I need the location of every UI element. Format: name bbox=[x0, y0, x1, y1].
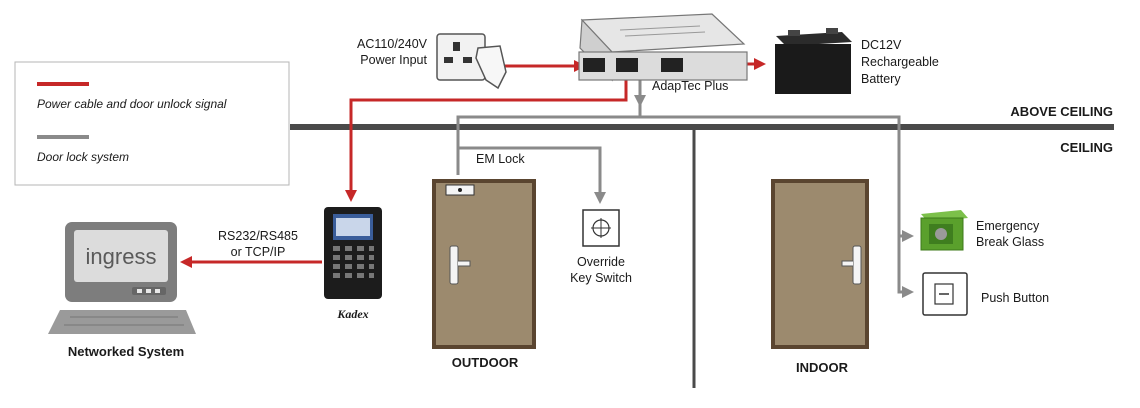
override-key-switch bbox=[582, 209, 620, 247]
push-button-icon bbox=[922, 272, 968, 316]
push-button-label: Push Button bbox=[981, 291, 1049, 305]
em-lock-label: EM Lock bbox=[476, 152, 525, 166]
above-ceiling-label: ABOVE CEILING bbox=[1010, 104, 1113, 119]
computer-icon bbox=[48, 222, 196, 334]
legend-label-lock: Door lock system bbox=[37, 150, 129, 164]
kadex-logo: Kadex bbox=[336, 307, 368, 321]
battery-label-line3: Battery bbox=[861, 72, 901, 86]
battery-label-line1: DC12V bbox=[861, 38, 902, 52]
rs-label-line2: or TCP/IP bbox=[231, 245, 286, 259]
emergency-label-line1: Emergency bbox=[976, 219, 1040, 233]
lock-system-lines bbox=[456, 75, 914, 298]
battery-icon bbox=[775, 28, 852, 94]
break-glass-icon bbox=[920, 210, 968, 251]
access-reader bbox=[324, 207, 382, 299]
ceiling-bar bbox=[290, 124, 1114, 130]
indoor-label: INDOOR bbox=[796, 360, 849, 375]
power-outlet bbox=[436, 33, 507, 90]
rs-label-line1: RS232/RS485 bbox=[218, 229, 298, 243]
legend-label-power: Power cable and door unlock signal bbox=[37, 97, 227, 111]
outdoor-door bbox=[432, 179, 536, 349]
networked-system-label: Networked System bbox=[68, 344, 184, 359]
battery-label-line2: Rechargeable bbox=[861, 55, 939, 69]
legend: Power cable and door unlock signal Door … bbox=[14, 61, 290, 186]
power-input-label-line2: Power Input bbox=[360, 53, 427, 67]
adaptec-label: AdapTec Plus bbox=[652, 79, 728, 93]
emergency-label-line2: Break Glass bbox=[976, 235, 1044, 249]
indoor-door bbox=[771, 179, 869, 349]
outdoor-label: OUTDOOR bbox=[452, 355, 519, 370]
ceiling-label: CEILING bbox=[1060, 140, 1113, 155]
ingress-logo: ingress bbox=[86, 244, 157, 269]
adaptec-unit bbox=[578, 13, 748, 82]
override-label-line2: Key Switch bbox=[570, 271, 632, 285]
power-input-label-line1: AC110/240V bbox=[357, 37, 428, 51]
override-label-line1: Override bbox=[577, 255, 625, 269]
